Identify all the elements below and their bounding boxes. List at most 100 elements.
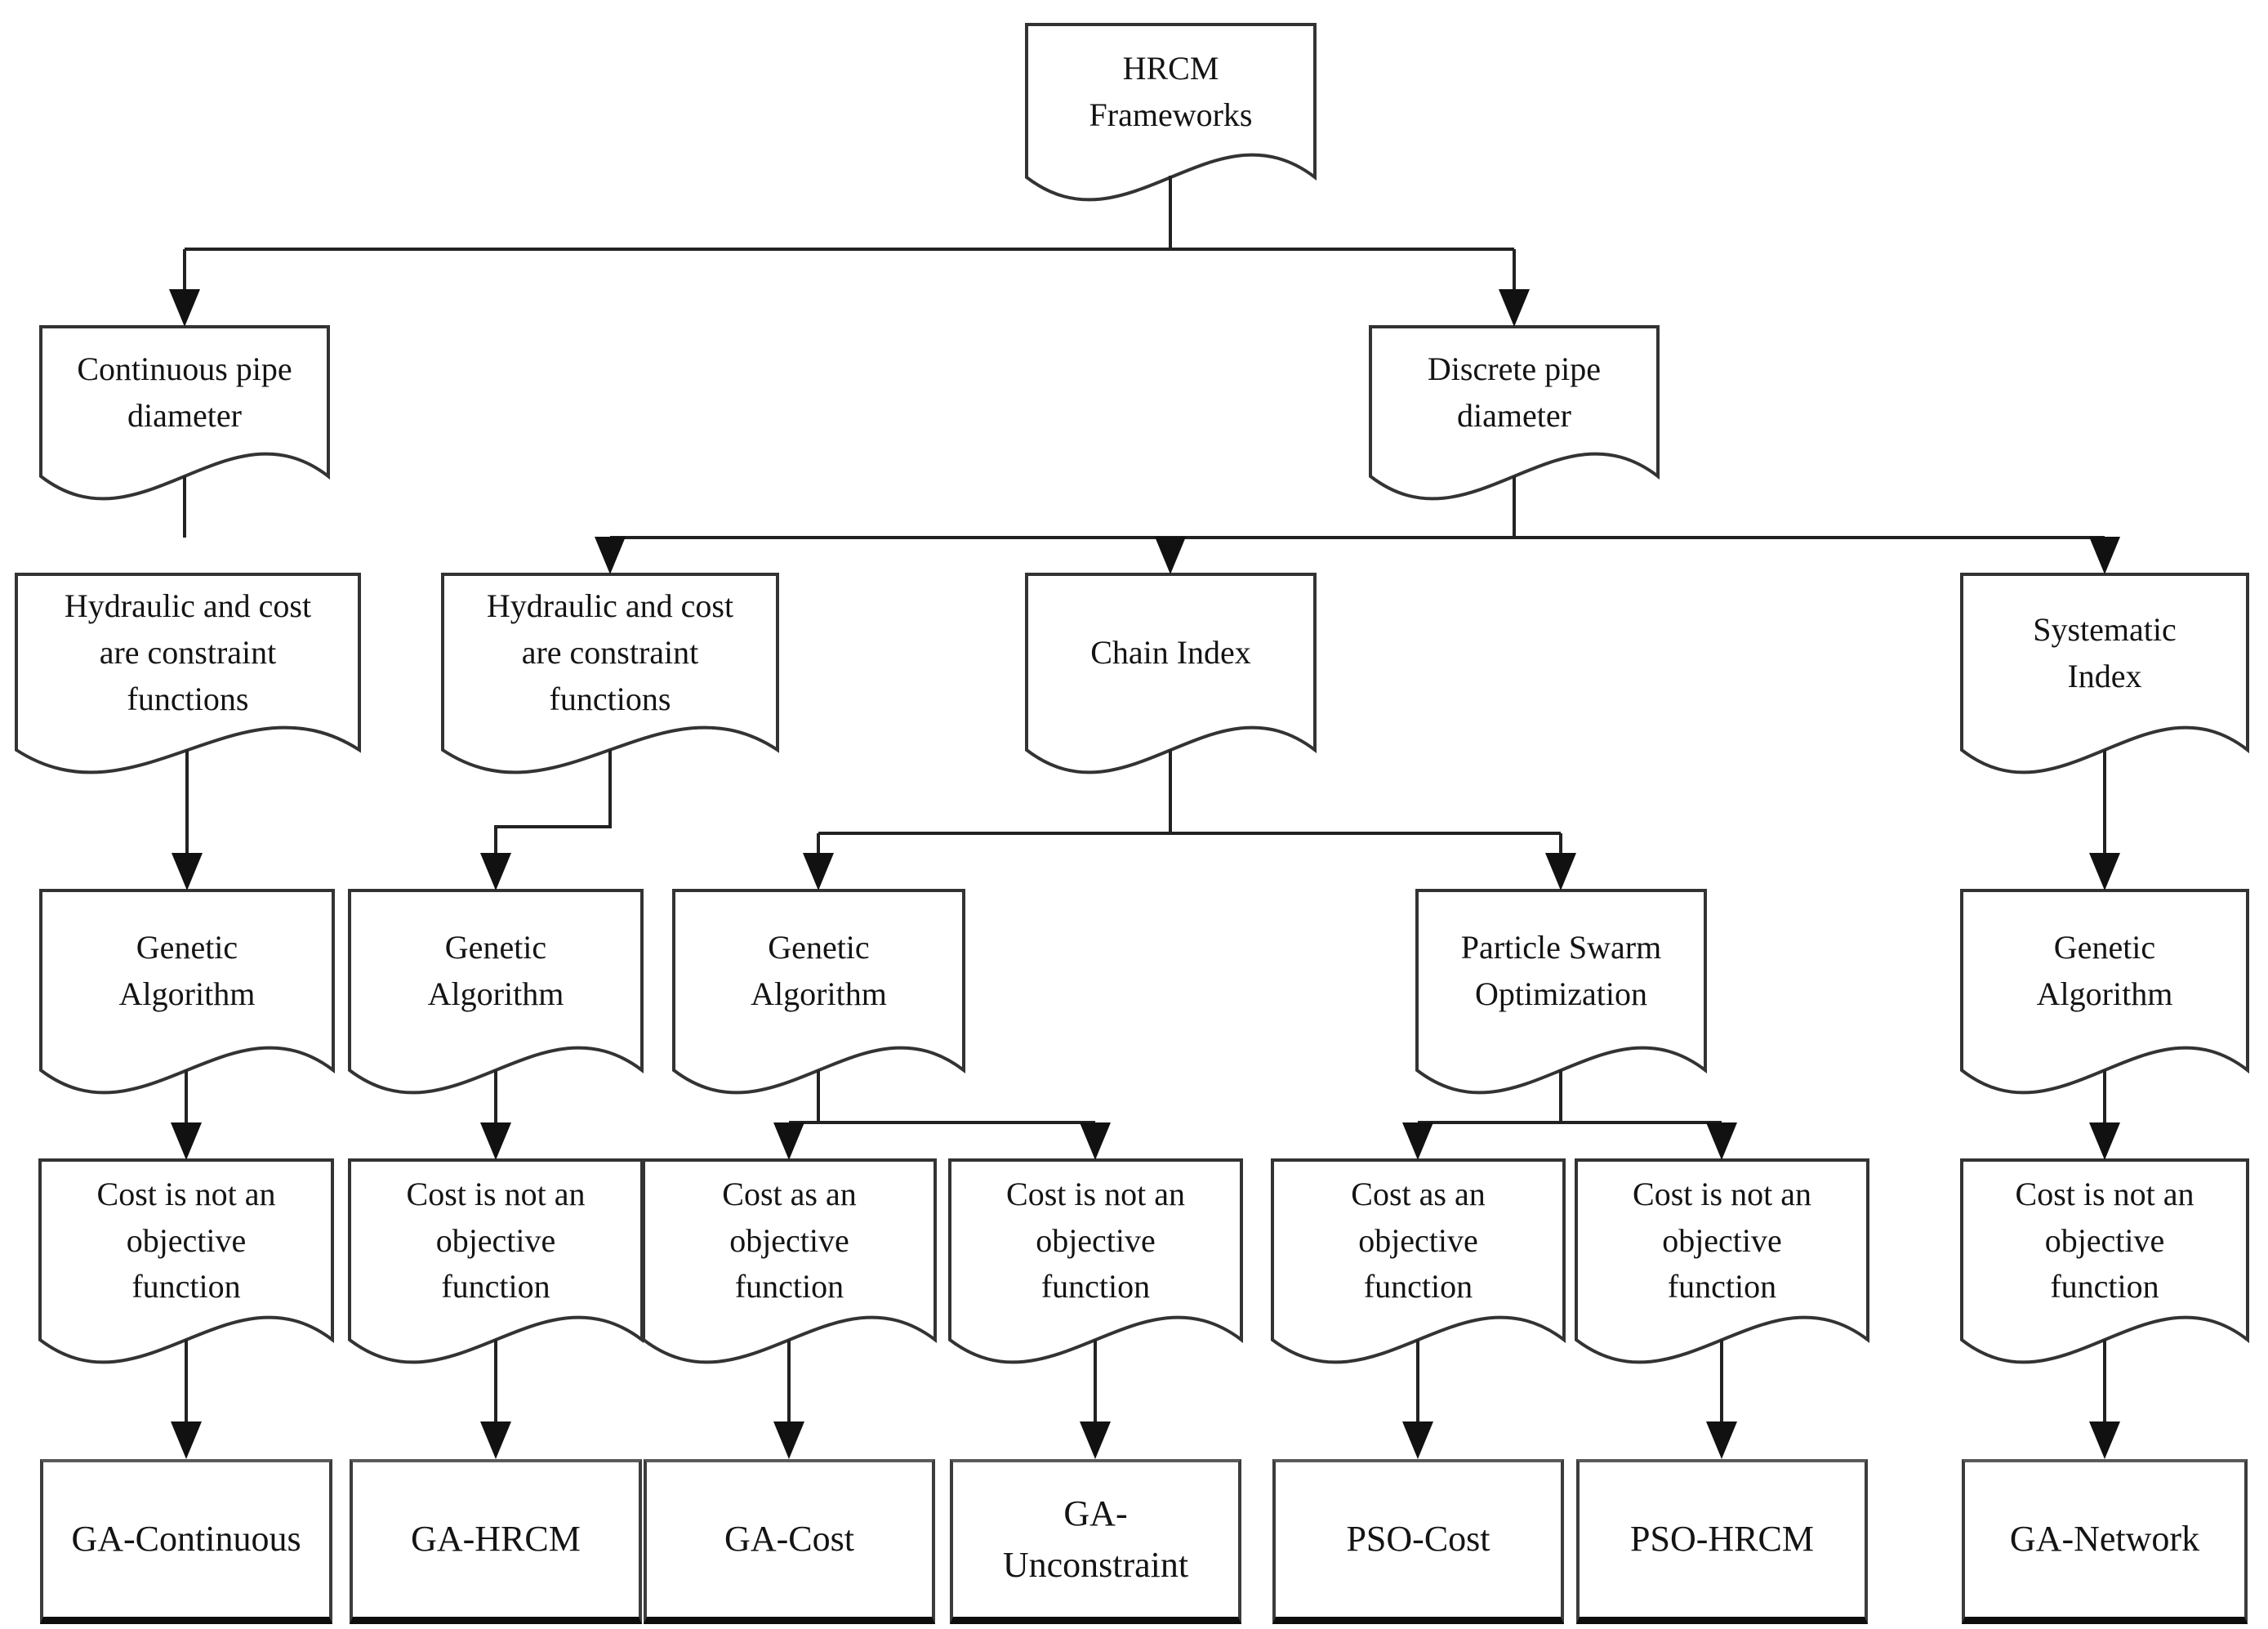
node-hydraulic-constraint-continuous: Hydraulic and cost are constraint functi… xyxy=(16,574,359,750)
node-label: Discrete pipe diameter xyxy=(1427,350,1602,434)
node-label: GA- Unconstraint xyxy=(1002,1493,1189,1585)
edge-ga3-split xyxy=(789,1070,1095,1124)
arrowhead-icon xyxy=(803,853,834,890)
node-label: Cost is not an objective function xyxy=(2015,1175,2194,1305)
node-label: PSO-HRCM xyxy=(1630,1519,1814,1560)
arrowhead-icon xyxy=(773,1122,804,1160)
edge-root-to-pipe-types xyxy=(183,176,1516,291)
edge-discrete-to-methods-bus xyxy=(610,476,2105,539)
arrowhead-icon xyxy=(1080,1421,1111,1459)
node-hrcm-frameworks: HRCM Frameworks xyxy=(1027,25,1315,177)
node-ga-cost: GA-Cost xyxy=(644,1459,935,1624)
node-pso-hrcm: PSO-HRCM xyxy=(1576,1459,1868,1624)
arrowhead-icon xyxy=(773,1421,804,1459)
node-shape-systematic-index xyxy=(1960,573,2249,774)
edge-hydraulic2-to-ga2 xyxy=(494,750,612,855)
node-label: Continuous pipe diameter xyxy=(77,350,292,434)
node-particle-swarm-optimization: Particle Swarm Optimization xyxy=(1417,890,1705,1070)
node-label: HRCM Frameworks xyxy=(1089,49,1253,133)
node-shape-cost-not-objective-2 xyxy=(348,1158,644,1364)
arrowhead-icon xyxy=(480,1421,511,1459)
arrowhead-icon xyxy=(2089,853,2120,890)
node-shape-cost-not-objective-3 xyxy=(948,1158,1243,1364)
arrowhead-icon xyxy=(1706,1421,1737,1459)
node-label: Cost as an objective function xyxy=(722,1175,857,1305)
node-label: GA-Cost xyxy=(724,1519,854,1560)
node-label: Cost is not an objective function xyxy=(406,1175,586,1305)
arrowhead-icon xyxy=(1706,1122,1737,1160)
node-genetic-algorithm-3: Genetic Algorithm xyxy=(674,890,964,1070)
node-genetic-algorithm-4: Genetic Algorithm xyxy=(1962,890,2248,1070)
arrowheads xyxy=(169,289,2120,1459)
node-shape-cost-not-objective-5 xyxy=(1960,1158,2249,1364)
edge-chain-index-split xyxy=(817,750,1562,855)
arrowhead-icon xyxy=(595,537,626,574)
arrowhead-icon xyxy=(1080,1122,1111,1160)
arrowhead-icon xyxy=(1402,1122,1433,1160)
node-label: Cost is not an objective function xyxy=(1006,1175,1185,1305)
node-label: GA-Network xyxy=(2009,1519,2200,1560)
node-genetic-algorithm-2: Genetic Algorithm xyxy=(350,890,642,1070)
arrowhead-icon xyxy=(480,1122,511,1160)
node-systematic-index: Systematic Index xyxy=(1962,574,2248,750)
node-shape-discrete-pipe xyxy=(1369,325,1660,501)
node-cost-as-objective-1: Cost as an objective function xyxy=(644,1160,935,1340)
node-continuous-pipe-diameter: Continuous pipe diameter xyxy=(41,327,328,476)
node-cost-not-objective-5: Cost is not an objective function xyxy=(1962,1160,2248,1340)
arrowhead-icon xyxy=(169,289,200,327)
node-label: Genetic Algorithm xyxy=(427,929,564,1012)
node-label: Chain Index xyxy=(1090,634,1251,672)
node-label: Cost is not an objective function xyxy=(96,1175,276,1305)
node-label: Hydraulic and cost are constraint functi… xyxy=(64,587,312,717)
node-ga-hrcm: GA-HRCM xyxy=(350,1459,642,1624)
edge-cost-to-leaves xyxy=(185,1340,2106,1423)
node-hydraulic-constraint-discrete: Hydraulic and cost are constraint functi… xyxy=(443,574,778,750)
node-label: Particle Swarm Optimization xyxy=(1460,929,1662,1012)
node-shape-chain-index xyxy=(1025,573,1317,774)
node-pso-cost: PSO-Cost xyxy=(1272,1459,1564,1624)
edge-ga1-ga2-to-cost xyxy=(185,1070,497,1124)
node-shape-hydraulic-constraint-discrete xyxy=(441,573,779,774)
node-shape-hrcm xyxy=(1025,23,1317,202)
node-shape-genetic-algorithm-3 xyxy=(672,889,965,1095)
node-shape-cost-as-objective-1 xyxy=(642,1158,937,1364)
node-shape-cost-not-objective-4 xyxy=(1575,1158,1869,1364)
node-shape-cost-as-objective-2 xyxy=(1271,1158,1566,1364)
node-shape-hydraulic-constraint-continuous xyxy=(15,573,361,774)
node-shapes xyxy=(15,23,2249,1364)
arrowhead-icon xyxy=(171,1122,202,1160)
node-shape-particle-swarm-optimization xyxy=(1415,889,1707,1095)
node-ga-continuous: GA-Continuous xyxy=(40,1459,332,1624)
node-ga-network: GA-Network xyxy=(1962,1459,2248,1624)
arrowhead-icon xyxy=(171,1421,202,1459)
node-label: Genetic Algorithm xyxy=(2036,929,2173,1012)
node-label: Genetic Algorithm xyxy=(118,929,256,1012)
node-shape-genetic-algorithm-4 xyxy=(1960,889,2249,1095)
node-label: Systematic Index xyxy=(2033,610,2177,694)
node-label: PSO-Cost xyxy=(1346,1519,1490,1560)
arrowhead-icon xyxy=(2089,537,2120,574)
node-cost-as-objective-2: Cost as an objective function xyxy=(1272,1160,1564,1340)
node-label: Cost is not an objective function xyxy=(1633,1175,1811,1305)
node-shape-genetic-algorithm-2 xyxy=(348,889,644,1095)
node-label: Cost as an objective function xyxy=(1351,1175,1486,1305)
node-label: GA-HRCM xyxy=(411,1519,581,1560)
arrowhead-icon xyxy=(172,853,203,890)
node-ga-unconstraint: GA- Unconstraint xyxy=(950,1459,1241,1624)
arrowhead-icon xyxy=(2089,1122,2120,1160)
arrowhead-icon xyxy=(1155,537,1186,574)
node-genetic-algorithm-1: Genetic Algorithm xyxy=(41,890,333,1070)
arrowhead-icon xyxy=(480,853,511,890)
node-chain-index: Chain Index xyxy=(1027,574,1315,750)
arrowhead-icon xyxy=(2089,1421,2120,1459)
arrowhead-icon xyxy=(1545,853,1576,890)
edge-pso-split xyxy=(1418,1070,1722,1124)
node-shape-cost-not-objective-1 xyxy=(38,1158,334,1364)
connectors xyxy=(183,176,2106,1423)
node-cost-not-objective-3: Cost is not an objective function xyxy=(950,1160,1241,1340)
node-label: Genetic Algorithm xyxy=(751,929,887,1012)
node-shape-continuous-pipe xyxy=(39,325,330,501)
arrowhead-icon xyxy=(1402,1421,1433,1459)
